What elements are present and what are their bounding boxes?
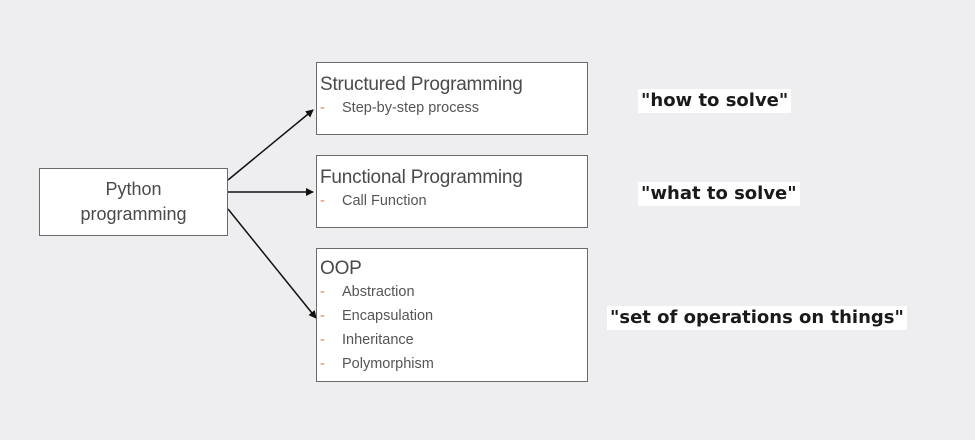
- list-item-text: Call Function: [342, 193, 427, 209]
- bullet-dash: -: [320, 193, 325, 209]
- list-item: - Call Function: [320, 189, 587, 213]
- structured-programming-box: Structured Programming - Step-by-step pro…: [316, 62, 588, 135]
- root-label-line2: programming: [80, 204, 187, 224]
- arrow-to-structured: [227, 109, 314, 181]
- note-how-to-solve: "how to solve": [638, 89, 792, 113]
- list-item-text: Abstraction: [342, 284, 415, 300]
- bullet-dash: -: [320, 284, 325, 300]
- paradigm-title: OOP: [320, 258, 362, 279]
- root-label-line1: Python: [105, 179, 162, 199]
- list-item-text: Polymorphism: [342, 356, 434, 372]
- paradigm-title: Functional Programming: [320, 167, 523, 188]
- list-item: - Inheritance: [320, 328, 587, 352]
- list-item-text: Step-by-step process: [342, 100, 480, 116]
- list-item: - Polymorphism: [320, 352, 587, 376]
- bullet-dash: -: [320, 332, 325, 348]
- list-item: - Encapsulation: [320, 304, 587, 328]
- list-item: - Abstraction: [320, 280, 587, 304]
- list-item-text: Inheritance: [342, 332, 414, 348]
- oop-box: OOP - Abstraction - Encapsulation - Inherit…: [316, 248, 588, 382]
- bullet-dash: -: [320, 308, 325, 324]
- python-programming-box: Python programming: [39, 168, 228, 236]
- functional-programming-box: Functional Programming - Call Function: [316, 155, 588, 228]
- list-item-text: Encapsulation: [342, 308, 434, 324]
- paradigm-title: Structured Programming: [320, 74, 523, 95]
- bullet-dash: -: [320, 100, 325, 116]
- bullet-dash: -: [320, 356, 325, 372]
- list-item: - Step-by-step process: [320, 96, 587, 120]
- note-set-of-operations: "set of operations on things": [607, 306, 907, 330]
- note-what-to-solve: "what to solve": [638, 182, 800, 206]
- arrow-to-oop: [227, 208, 317, 319]
